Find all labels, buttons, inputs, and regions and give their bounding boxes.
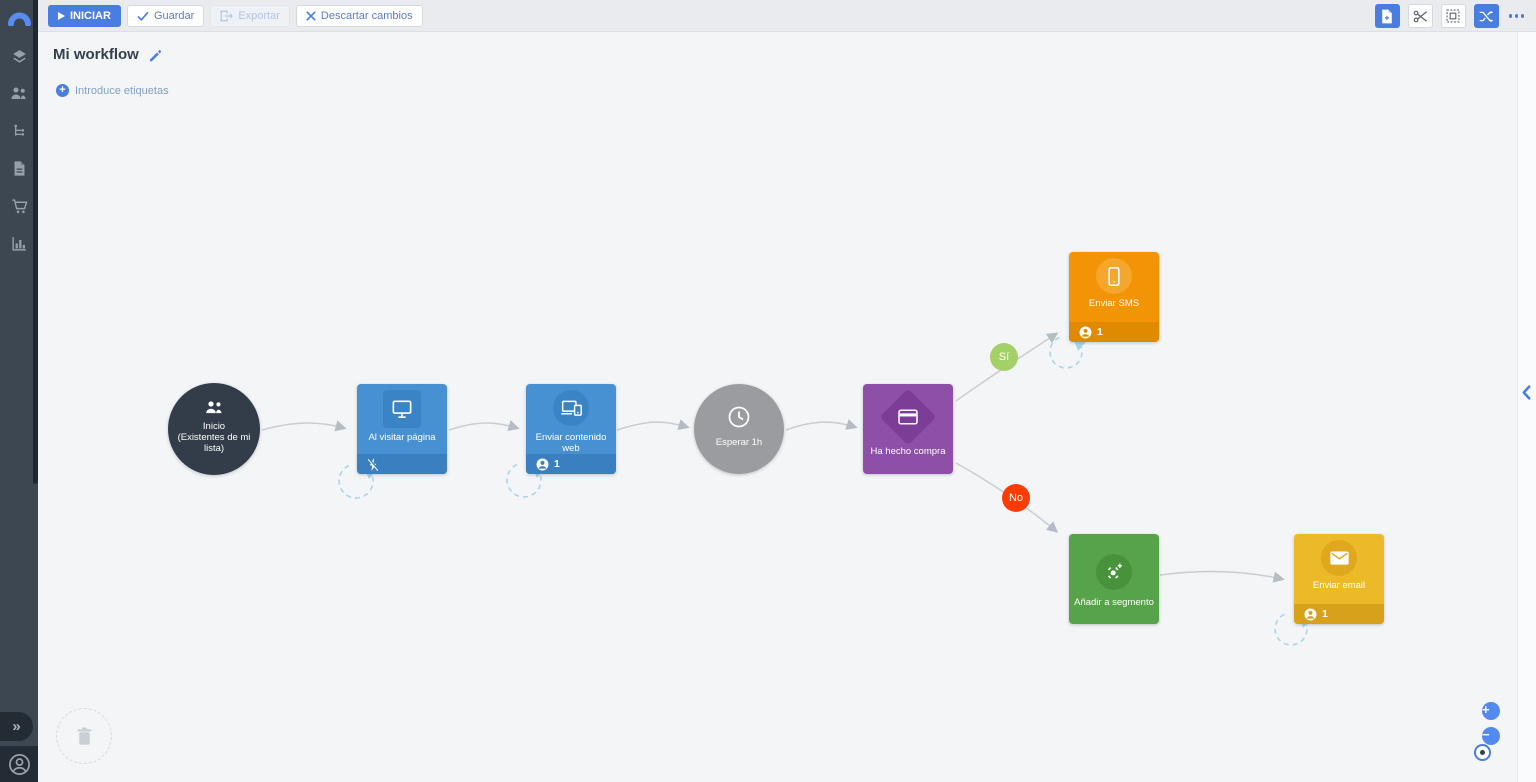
smartphone-icon	[1096, 258, 1132, 294]
workflows-icon[interactable]	[10, 122, 28, 140]
export-icon	[220, 10, 234, 21]
center-view-icon	[1473, 743, 1491, 761]
minus-icon: −	[1482, 727, 1500, 745]
node-enviar-contenido-web-footer: 1	[526, 454, 616, 474]
cut-button[interactable]	[1407, 4, 1433, 28]
store-icon[interactable]	[10, 197, 28, 215]
node-enviar-email-label: Enviar email	[1312, 580, 1366, 591]
node-enviar-sms-count: 1	[1097, 326, 1103, 338]
person-count-icon	[1304, 608, 1317, 620]
node-ha-hecho-compra[interactable]: Ha hecho compra	[863, 384, 953, 474]
trash-icon	[76, 726, 92, 745]
guardar-label: Guardar	[153, 9, 195, 22]
delete-dropzone[interactable]	[56, 708, 112, 764]
node-al-visitar-pagina-footer	[357, 454, 447, 474]
check-icon	[137, 11, 149, 21]
node-enviar-email[interactable]: Enviar email 1	[1294, 534, 1384, 624]
people-icon	[206, 401, 222, 414]
iniciar-label: INICIAR	[70, 9, 111, 22]
toolbar-right-group	[1374, 4, 1527, 28]
layers-icon[interactable]	[10, 47, 28, 65]
left-sidebar: »	[0, 0, 38, 782]
shuffle-arrows-icon	[1479, 10, 1493, 22]
node-enviar-contenido-web-count: 1	[554, 458, 560, 470]
node-inicio-sublabel: (Existentes de mi lista)	[177, 432, 251, 454]
node-al-visitar-pagina-label: Al visitar página	[368, 432, 436, 443]
node-anadir-a-segmento[interactable]: Añadir a segmento	[1069, 534, 1159, 624]
node-al-visitar-pagina[interactable]: Al visitar página	[357, 384, 447, 474]
descartar-label: Descartar cambios	[320, 9, 413, 22]
clock-icon	[728, 406, 750, 428]
exportar-label: Exportar	[238, 9, 280, 22]
monitor-icon	[383, 390, 421, 428]
play-icon	[58, 11, 65, 20]
file-plus-icon	[1382, 9, 1392, 23]
node-enviar-email-footer: 1	[1294, 604, 1384, 624]
pages-icon[interactable]	[10, 159, 28, 177]
right-panel-strip	[1517, 32, 1536, 782]
workflow-title-row: Mi workflow	[53, 46, 162, 63]
contacts-icon[interactable]	[10, 84, 28, 102]
statistics-icon[interactable]	[10, 234, 28, 252]
add-tag-icon: +	[56, 84, 69, 97]
node-enviar-sms-footer: 1	[1069, 322, 1159, 342]
edit-pencil-icon[interactable]	[148, 48, 162, 62]
node-esperar-1h-label: Esperar 1h	[715, 437, 763, 448]
account-section[interactable]	[0, 746, 38, 782]
person-count-icon	[536, 458, 549, 470]
branch-yes-badge[interactable]: Sí	[990, 343, 1018, 371]
node-ha-hecho-compra-label: Ha hecho compra	[870, 446, 946, 457]
guardar-button[interactable]: Guardar	[126, 4, 205, 27]
workflow-title: Mi workflow	[53, 46, 139, 63]
sidebar-expand-button[interactable]: »	[0, 712, 33, 741]
toolbar-left-group: INICIAR Guardar Exportar Descartar cambi…	[38, 4, 423, 27]
branch-no-label: No	[1008, 492, 1024, 504]
zoom-out-button[interactable]: −	[1482, 727, 1500, 745]
auto-layout-button[interactable]	[1473, 4, 1499, 28]
more-options-button[interactable]	[1507, 14, 1527, 18]
open-panel-chevron-icon[interactable]	[1522, 385, 1531, 400]
node-inicio-label: Inicio	[202, 421, 226, 432]
node-esperar-1h[interactable]: Esperar 1h	[694, 384, 784, 474]
zoom-in-button[interactable]: +	[1482, 702, 1500, 720]
flash-off-icon	[367, 457, 380, 471]
tags-placeholder: Introduce etiquetas	[75, 84, 169, 97]
select-all-button[interactable]	[1440, 4, 1466, 28]
node-enviar-contenido-web-label: Enviar contenido web	[535, 432, 607, 454]
iniciar-button[interactable]: INICIAR	[48, 4, 121, 27]
loop-arrows	[338, 336, 1313, 646]
node-inicio[interactable]: Inicio (Existentes de mi lista)	[168, 383, 260, 475]
close-icon	[306, 10, 316, 21]
scissors-icon	[1413, 10, 1427, 22]
node-enviar-email-count: 1	[1322, 608, 1328, 620]
exportar-button[interactable]: Exportar	[210, 4, 290, 27]
devices-icon	[553, 390, 589, 426]
node-enviar-sms[interactable]: Enviar SMS 1	[1069, 252, 1159, 342]
mail-icon	[1321, 540, 1357, 576]
chevrons-right-icon: »	[12, 718, 21, 735]
person-count-icon	[1079, 326, 1092, 338]
top-toolbar: INICIAR Guardar Exportar Descartar cambi…	[38, 0, 1536, 32]
plus-icon: +	[1482, 702, 1500, 720]
branch-yes-label: Sí	[998, 351, 1010, 363]
node-enviar-contenido-web[interactable]: Enviar contenido web 1	[526, 384, 616, 474]
credit-card-icon	[879, 388, 937, 446]
account-icon	[8, 753, 30, 775]
select-all-icon	[1446, 9, 1460, 23]
node-enviar-sms-label: Enviar SMS	[1088, 298, 1140, 309]
logo-arc-icon[interactable]	[7, 6, 31, 26]
sidebar-scrollbar[interactable]	[33, 0, 38, 484]
node-anadir-a-segmento-label: Añadir a segmento	[1074, 597, 1154, 608]
branch-no-badge[interactable]: No	[1002, 484, 1030, 512]
add-node-button[interactable]	[1374, 4, 1400, 28]
tags-input-row[interactable]: + Introduce etiquetas	[56, 84, 169, 97]
descartar-cambios-button[interactable]: Descartar cambios	[295, 4, 423, 27]
segment-icon	[1096, 554, 1132, 590]
